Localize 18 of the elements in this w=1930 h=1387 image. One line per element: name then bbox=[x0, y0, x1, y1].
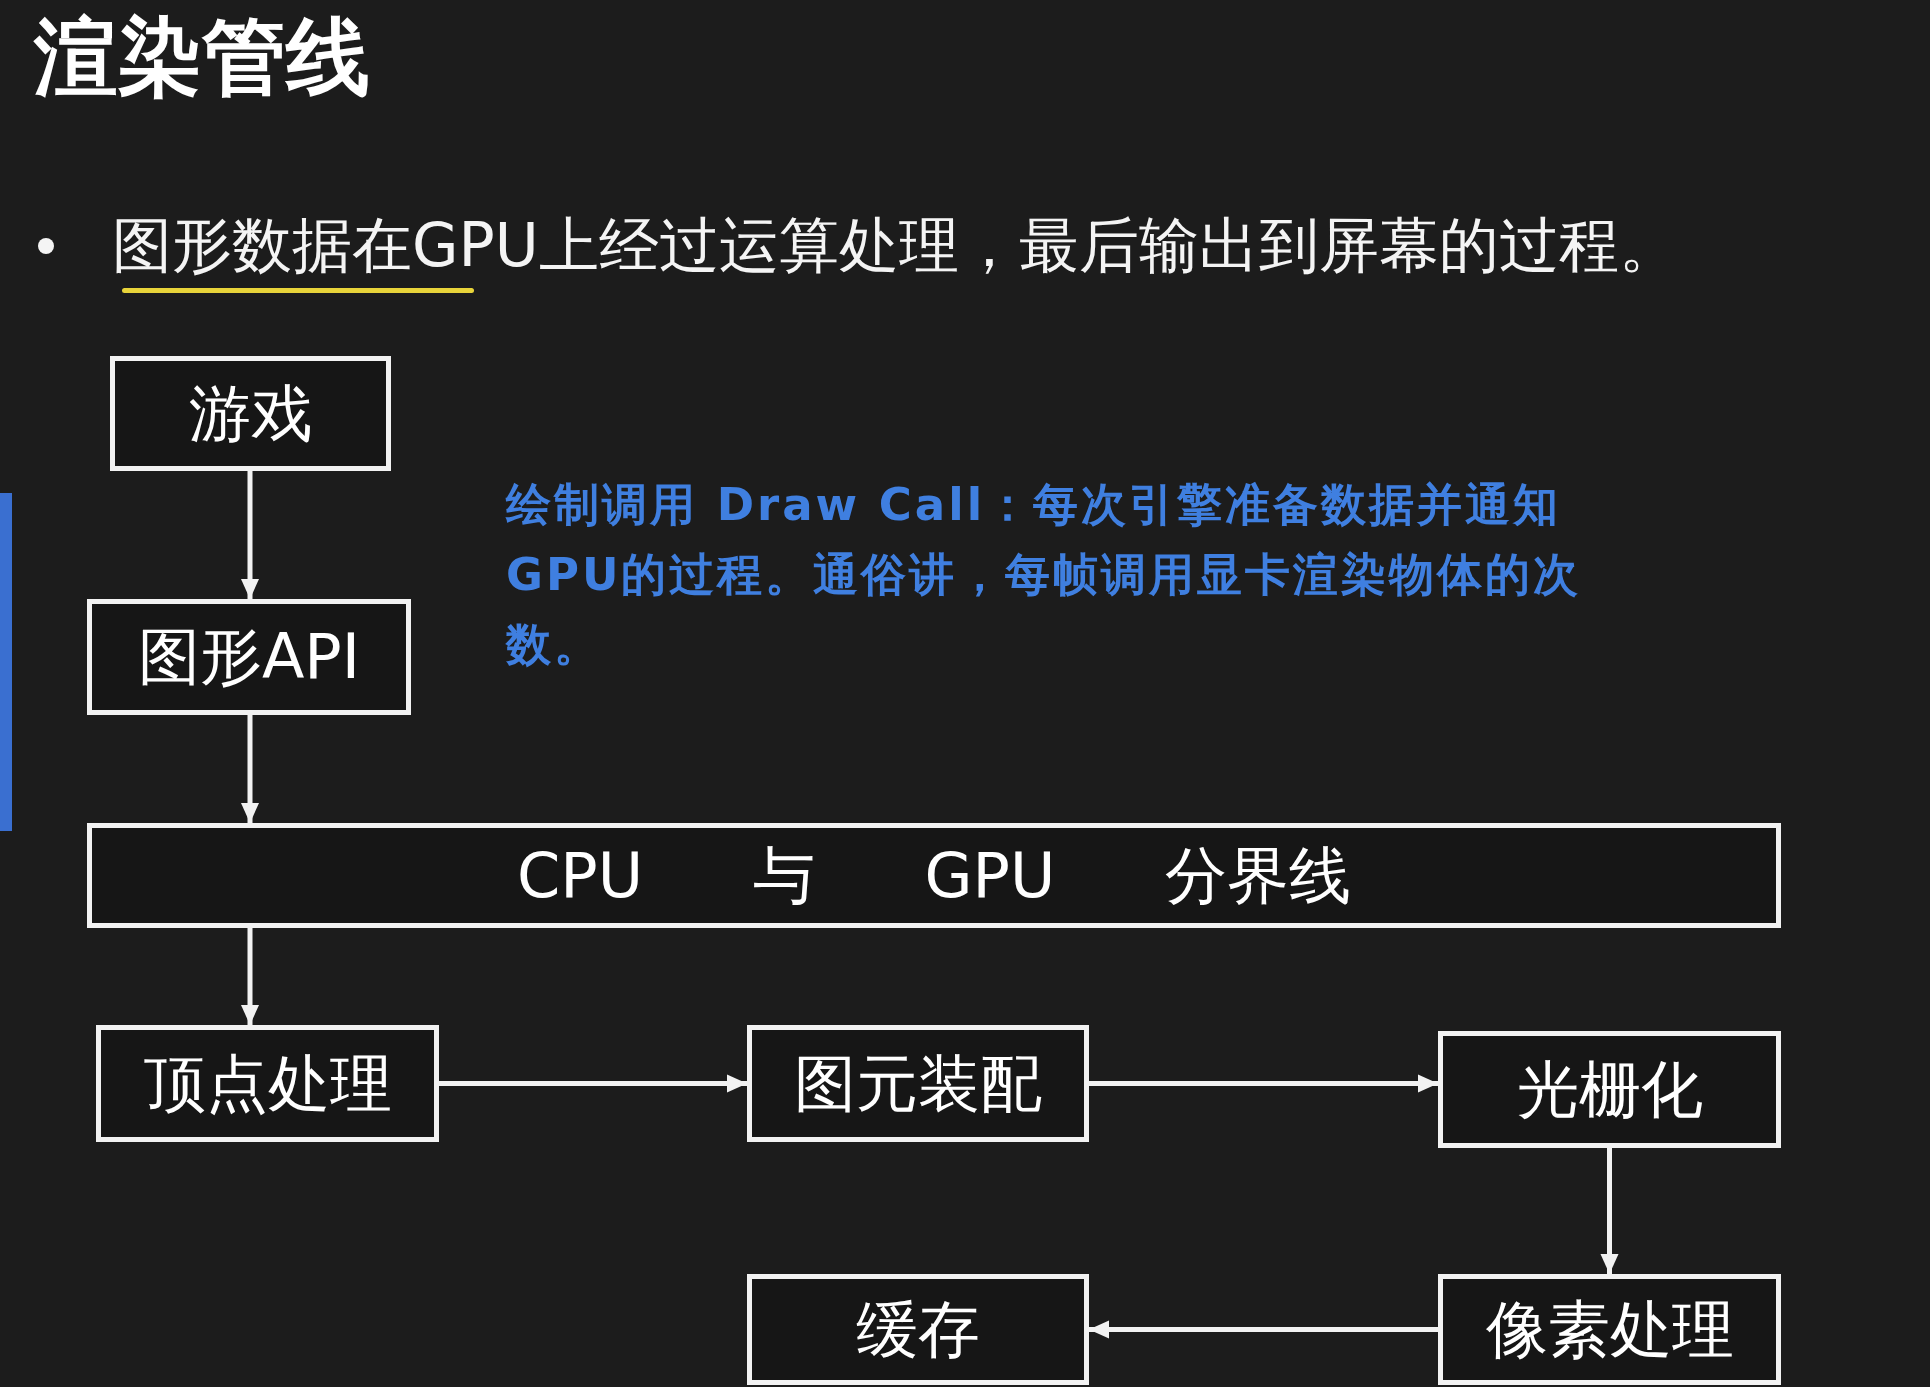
note-text: 绘制调用 Draw Call：每次引擎准备数据并通知GPU的过程。通俗讲，每帧调用显卡渲染物体的次数。 bbox=[506, 477, 1583, 673]
arrow bbox=[241, 715, 259, 823]
process-box: 像素处理 bbox=[1438, 1274, 1781, 1385]
divider-band: CPU 与 GPU 分界线 bbox=[87, 823, 1781, 928]
arrow bbox=[439, 1074, 747, 1093]
arrow bbox=[1089, 1074, 1438, 1093]
process-box: 图元装配 bbox=[747, 1025, 1089, 1142]
process-box: 顶点处理 bbox=[96, 1025, 439, 1142]
arrow bbox=[241, 471, 259, 599]
arrow bbox=[1600, 1148, 1619, 1274]
arrow bbox=[1089, 1320, 1438, 1339]
process-box: 光栅化 bbox=[1438, 1031, 1781, 1148]
process-box: 图形API bbox=[87, 599, 411, 715]
process-box: 缓存 bbox=[747, 1274, 1089, 1385]
title: 渲染管线 bbox=[34, 7, 370, 108]
bullet-text: 图形数据在GPU上经过运算处理，最后输出到屏幕的过程。 bbox=[112, 209, 1679, 282]
arrow bbox=[241, 928, 259, 1025]
process-box: 游戏 bbox=[110, 356, 391, 471]
